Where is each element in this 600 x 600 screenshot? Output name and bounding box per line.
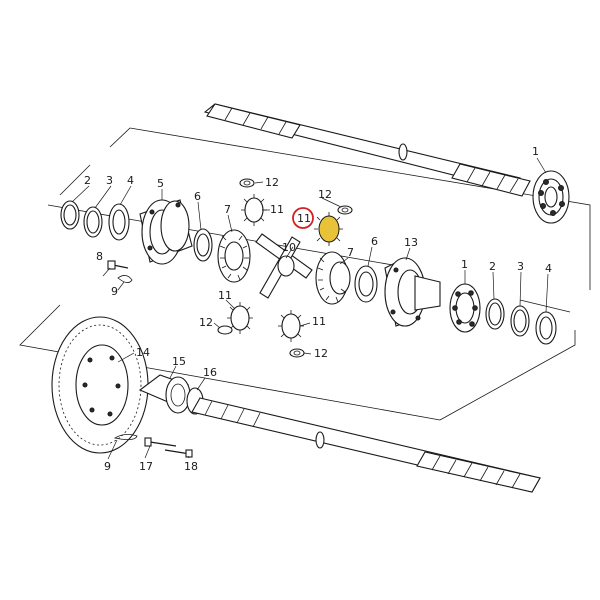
callout-1-top: 1 (532, 145, 539, 158)
spider-gear-top (239, 178, 267, 226)
hub-15 (138, 374, 204, 415)
callout-11-top: 11 (270, 203, 284, 216)
callout-16: 16 (203, 366, 217, 379)
callout-15: 15 (172, 355, 186, 368)
callout-4-right: 4 (545, 262, 552, 275)
callout-10: 10 (282, 241, 296, 254)
callout-11-left: 11 (218, 289, 232, 302)
spider-gears-lower (217, 302, 305, 358)
side-gear-right (315, 251, 351, 305)
callout-12-top: 12 (265, 176, 279, 189)
callout-13: 13 (404, 236, 418, 249)
callout-4-left: 4 (127, 174, 134, 187)
callout-3-right: 3 (517, 260, 524, 273)
frame-outline-lower (19, 299, 576, 421)
housing-right-13 (384, 257, 441, 327)
callout-14: 14 (136, 346, 150, 359)
callout-1-right: 1 (461, 258, 468, 271)
callout-7-left: 7 (224, 203, 231, 216)
callout-2-right: 2 (489, 260, 496, 273)
crown-gear (51, 316, 149, 454)
highlight-ring (292, 207, 314, 229)
callout-12-left: 12 (199, 316, 213, 329)
callout-12-bottom: 12 (314, 347, 328, 360)
callout-17: 17 (139, 460, 153, 473)
callout-12-right: 12 (318, 188, 332, 201)
spider-gear-highlighted (314, 205, 353, 246)
leader-lines (71, 157, 549, 460)
upper-axle-shaft (203, 103, 531, 197)
callout-6-left: 6 (194, 190, 201, 203)
side-gear-left (217, 229, 251, 283)
right-parts-group (449, 283, 557, 345)
callout-9-upper: 9 (111, 285, 118, 298)
callout-7-right: 7 (347, 246, 354, 259)
callout-11-highlight: 11 (297, 212, 311, 225)
callout-18: 18 (184, 460, 198, 473)
callout-11-right: 11 (312, 315, 326, 328)
callout-6-right: 6 (371, 235, 378, 248)
lower-fasteners (113, 434, 193, 458)
bearing-top (532, 170, 570, 224)
bolt-and-lock-upper (107, 260, 133, 283)
lower-main-shaft (191, 397, 541, 493)
callout-2-left: 2 (84, 174, 91, 187)
callout-3-left: 3 (106, 174, 113, 187)
left-parts-group (60, 199, 213, 265)
ring-right-6 (354, 265, 378, 303)
callout-9-lower: 9 (104, 460, 111, 473)
callout-8: 8 (96, 250, 103, 263)
callout-5: 5 (157, 177, 164, 190)
callout-labels: 1 2 3 4 5 6 7 8 9 10 11 11 11 11 12 12 1… (84, 145, 552, 473)
